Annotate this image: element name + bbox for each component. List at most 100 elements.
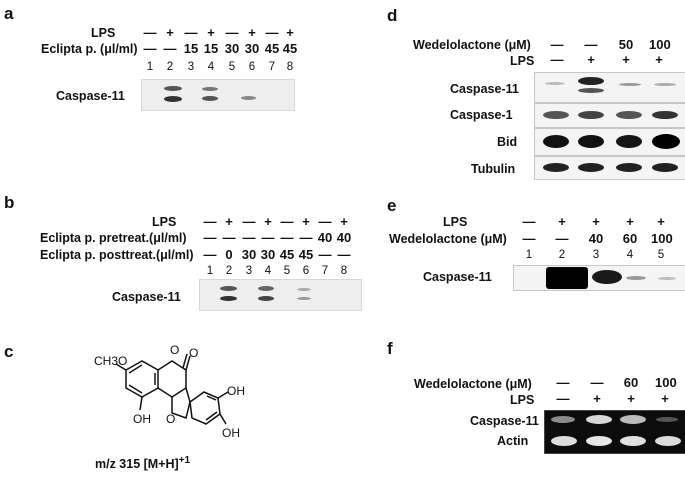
wedelolactone-structure: [115, 353, 229, 425]
band: [551, 416, 575, 423]
mass-spec-label: m/z 315 [M+H]+1: [95, 455, 191, 472]
methoxy-group-label: CH3O: [94, 354, 128, 368]
band: [656, 417, 678, 422]
band: [546, 267, 588, 289]
dose-value: —: [555, 231, 569, 246]
lps-sign: +: [166, 25, 174, 40]
panel-d-bid-blot: [534, 128, 685, 156]
lps-sign: +: [657, 214, 665, 229]
lps-sign: +: [587, 52, 595, 67]
pretreat-value: —: [299, 230, 313, 245]
band: [220, 286, 237, 291]
lane-number: 4: [264, 265, 272, 277]
lane-number: 5: [283, 265, 291, 277]
panel-f-rtpcr-gel: [544, 410, 685, 454]
posttreat-value: —: [337, 247, 351, 262]
posttreat-value: —: [203, 247, 217, 262]
dose-value: 100: [651, 231, 673, 246]
lane-number: 2: [225, 265, 233, 277]
panel-f-lps-label: LPS: [510, 393, 535, 407]
panel-a-lps-label: LPS: [91, 26, 116, 40]
dose-value: —: [522, 231, 536, 246]
dose-value: 15: [183, 41, 199, 56]
dose-value: 30: [244, 41, 260, 56]
band: [620, 415, 646, 424]
band: [578, 111, 604, 119]
band: [578, 135, 604, 148]
dose-value: 40: [588, 231, 604, 246]
band: [578, 163, 604, 172]
band: [543, 111, 569, 119]
pretreat-value: —: [222, 230, 236, 245]
lps-sign: —: [225, 25, 239, 40]
dose-value: 45: [282, 41, 298, 56]
dose-value: 15: [203, 41, 219, 56]
lps-sign: —: [143, 25, 157, 40]
lps-sign: +: [340, 214, 348, 229]
band: [258, 286, 274, 291]
dose-value: —: [163, 41, 177, 56]
band: [543, 135, 569, 148]
lps-sign: +: [264, 214, 272, 229]
band: [164, 86, 182, 91]
panel-e-treatment-label: Wedelolactone (μM): [389, 232, 507, 246]
posttreat-value: 30: [260, 247, 276, 262]
band: [258, 296, 274, 301]
right-benzene-ring: [189, 391, 221, 425]
pretreat-value: —: [261, 230, 275, 245]
dose-value: —: [143, 41, 157, 56]
lane-number: 6: [302, 265, 310, 277]
lps-sign: +: [593, 391, 601, 406]
lane-number: 2: [558, 249, 566, 261]
furan-ring: [171, 387, 191, 419]
pretreat-value: 40: [336, 230, 352, 245]
lps-sign: —: [556, 391, 570, 406]
panel-d-caspase11-blot: [534, 72, 685, 103]
dose-value: 100: [649, 37, 671, 52]
panel-d-tubulin-blot: [534, 156, 685, 180]
dose-value: —: [590, 375, 604, 390]
panel-f-letter: f: [387, 339, 393, 358]
panel-e-letter: e: [387, 196, 397, 215]
panel-d-blot-label-4: Tubulin: [471, 162, 516, 176]
panel-a-letter: a: [4, 4, 14, 23]
left-benzene-ring: [125, 360, 159, 398]
lps-sign: —: [550, 52, 564, 67]
posttreat-value: 0: [225, 247, 233, 262]
band: [202, 96, 218, 101]
posttreat-value: 45: [298, 247, 314, 262]
lane-number: 2: [166, 61, 174, 73]
band: [545, 82, 565, 85]
band: [626, 276, 646, 280]
lps-sign: +: [225, 214, 233, 229]
panel-d-treatment-label: Wedelolactone (μM): [413, 38, 531, 52]
band: [164, 96, 182, 102]
panel-d-blot-label-3: Bid: [497, 135, 518, 149]
lane-number: 1: [206, 265, 214, 277]
band: [658, 277, 676, 280]
carbonyl-oxygen-label: O: [189, 346, 199, 360]
band: [619, 83, 641, 86]
lane-number: 1: [525, 249, 533, 261]
panel-f-blot-label-1: Caspase-11: [470, 414, 539, 428]
lps-sign: +: [302, 214, 310, 229]
hydroxyl-upper-right-label: OH: [227, 384, 245, 398]
band: [652, 134, 680, 149]
lane-number: 6: [248, 61, 256, 73]
dose-value: 45: [264, 41, 280, 56]
lane-number: 5: [657, 249, 665, 261]
band: [654, 83, 676, 86]
posttreat-value: —: [318, 247, 332, 262]
lane-number: 3: [245, 265, 253, 277]
panel-d-letter: d: [387, 6, 398, 25]
panel-d-lps-label: LPS: [510, 54, 535, 68]
lps-sign: —: [265, 25, 279, 40]
band: [220, 296, 237, 301]
pretreat-value: —: [280, 230, 294, 245]
lane-number: 7: [268, 61, 276, 73]
dose-value: 100: [655, 375, 677, 390]
band: [616, 163, 642, 172]
lps-sign: —: [522, 214, 536, 229]
pretreat-value: —: [203, 230, 217, 245]
lps-sign: +: [626, 214, 634, 229]
